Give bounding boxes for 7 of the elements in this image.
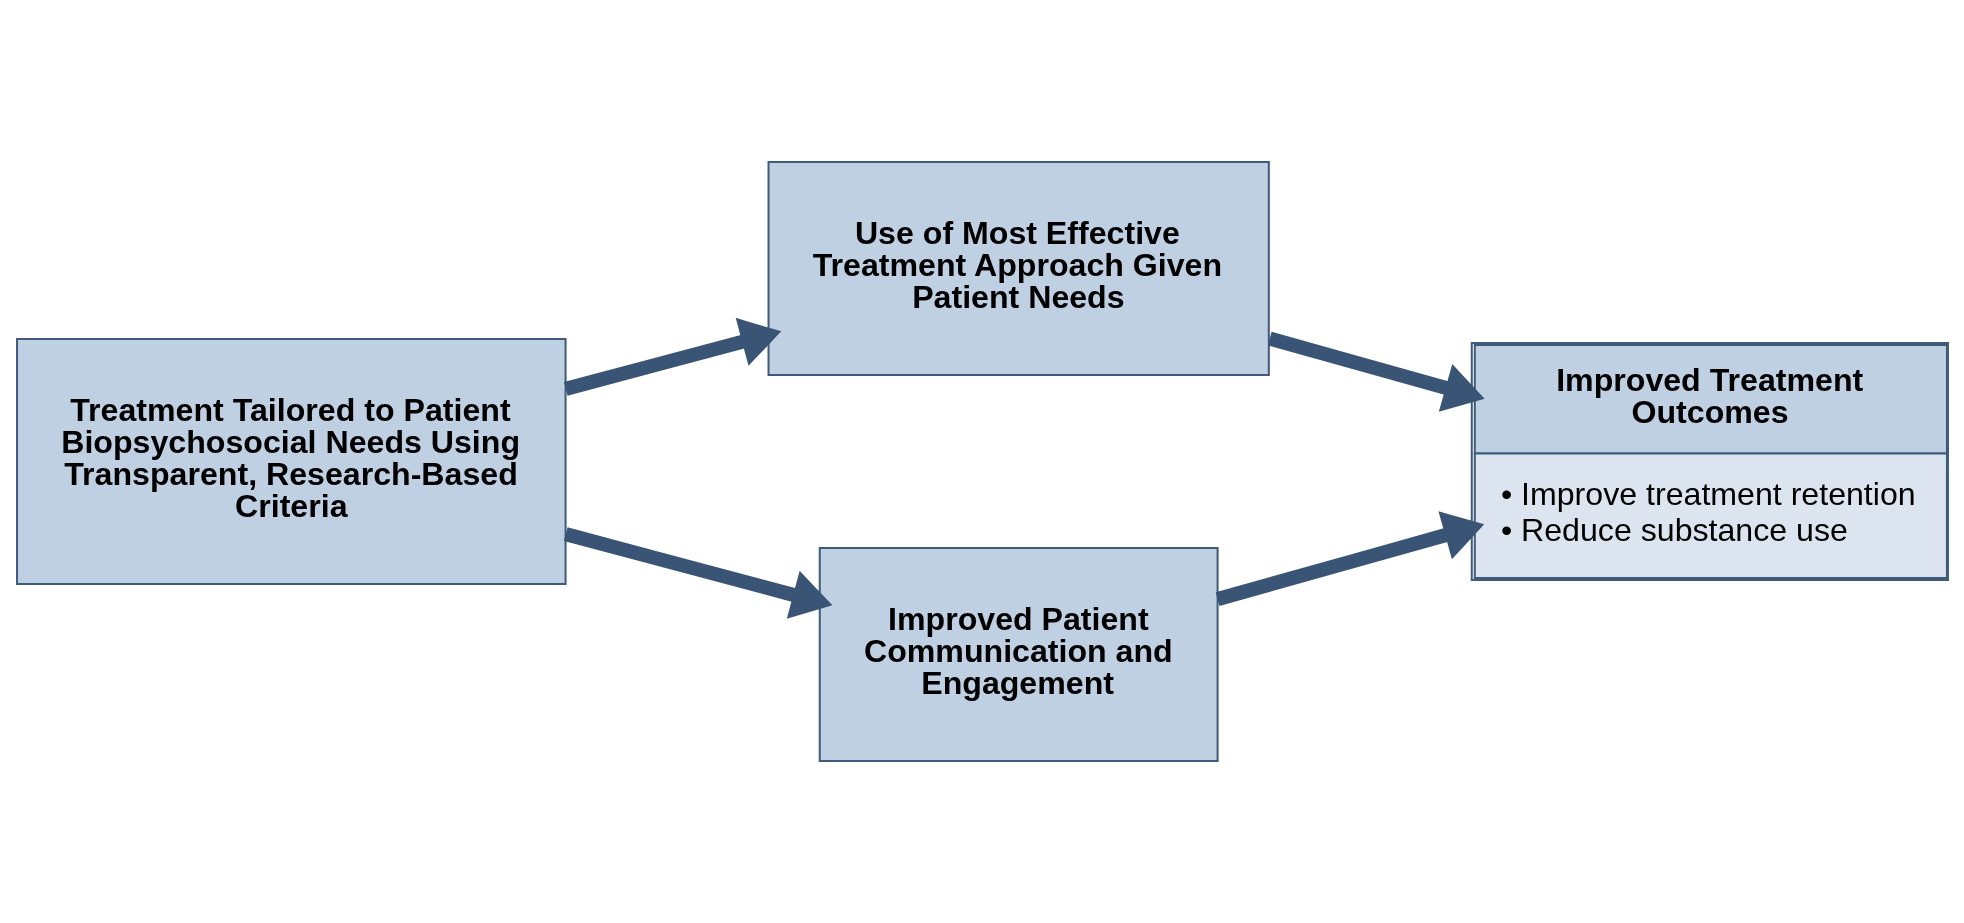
arrow: [563, 527, 832, 619]
node-box: Use of Most Effective Treatment Approach Given Patient Needs: [767, 161, 1270, 377]
node-box: Improved Patient Communication and Engagement: [818, 546, 1219, 762]
node-box: Treatment Tailored to Patient Biopsychosocial Needs Using Transparent, Research-Based Criteria: [15, 337, 567, 586]
arrow: [563, 317, 781, 396]
arrow: [1215, 511, 1484, 606]
arrow: [1267, 331, 1485, 412]
